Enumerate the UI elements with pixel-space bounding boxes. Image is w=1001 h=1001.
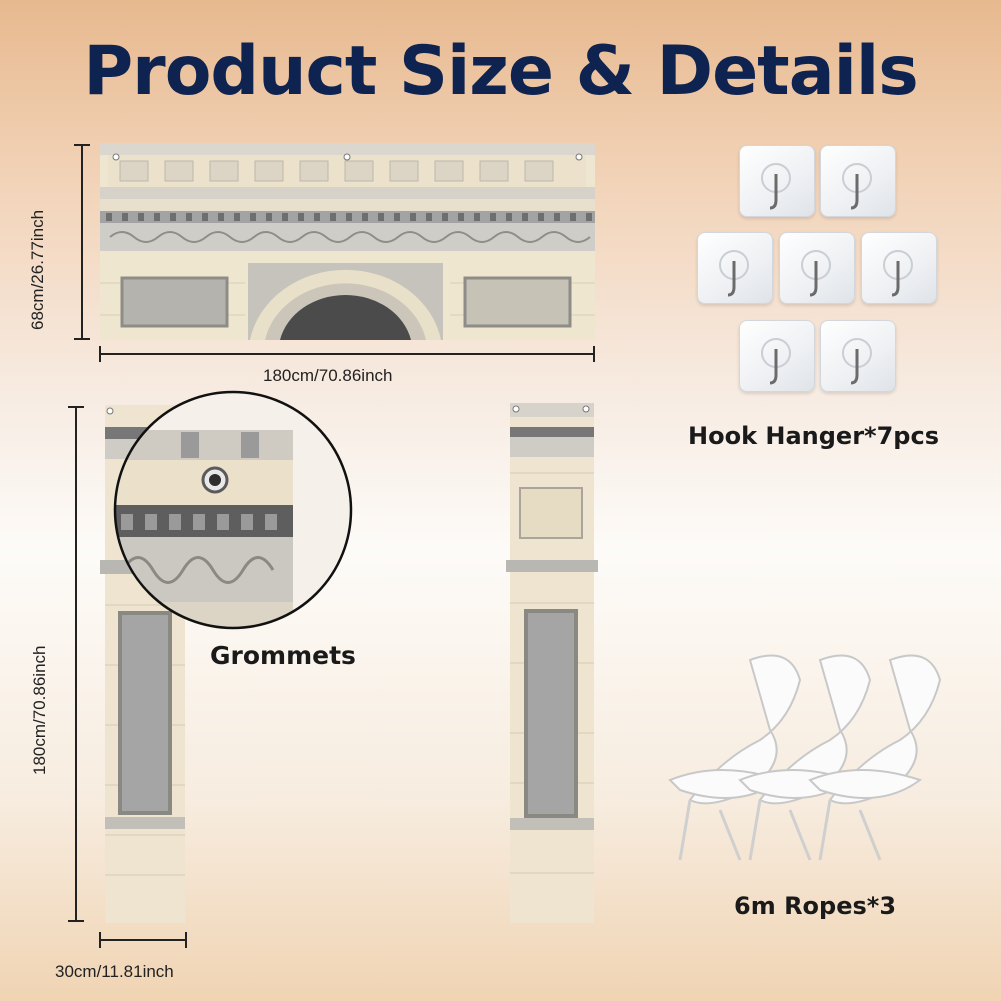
pillar-height-label: 180cm/70.86inch <box>30 645 49 775</box>
pillar-width-dimension <box>99 932 187 948</box>
pillar-height-dimension <box>68 406 84 922</box>
pillar-width-label: 30cm/11.81inch <box>55 962 174 981</box>
page-title: Product Size & Details <box>83 32 918 111</box>
rope-coils <box>668 654 942 861</box>
top-height-dimension <box>74 144 90 340</box>
hooks-label: Hook Hanger*7pcs <box>688 422 939 450</box>
hook-hanger <box>861 232 937 304</box>
right-pillar <box>506 403 598 923</box>
grommets-label: Grommets <box>210 641 356 670</box>
hook-hanger <box>779 232 855 304</box>
top-width-label: 180cm/70.86inch <box>263 366 393 385</box>
hook-icons <box>719 163 913 385</box>
ropes-label: 6m Ropes*3 <box>734 892 897 920</box>
top-height-label: 68cm/26.77inch <box>28 209 47 330</box>
grommet-zoom-circle <box>113 390 353 630</box>
top-width-dimension <box>99 346 595 362</box>
arch-top-panel <box>100 143 595 340</box>
